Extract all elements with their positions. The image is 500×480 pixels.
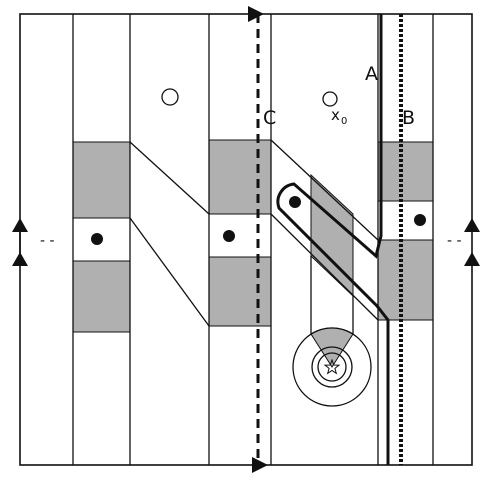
channel-edge [270,139,379,241]
shaded-band-mid-bottom [208,256,272,327]
open-circle [161,88,179,106]
filled-dot [91,233,103,245]
outer-circle [292,327,372,407]
filled-dot [223,230,235,242]
arrowhead [464,218,480,232]
shaded-band-diagonal [310,173,354,298]
arrowhead [248,6,264,22]
channel-edge [129,141,210,215]
curve-a [276,14,390,465]
label-c: C [263,107,276,129]
label-a: A [365,63,378,85]
marked-points [91,196,426,245]
shaded-band-right-bottom [377,239,434,321]
label-x0-subscript: 0 [341,116,347,127]
arrowhead [464,252,480,266]
right-ellipsis: - - [447,233,462,249]
label-b: B [402,107,415,129]
arrowhead [12,218,28,232]
arrowhead [252,457,268,473]
shaded-band-right-top [377,141,434,202]
filled-dot [414,214,426,226]
concentric-circles [292,327,372,407]
channel-edge [270,213,379,321]
channel-edge [129,217,210,327]
shaded-band-left-bottom [72,260,131,333]
shaded-band-mid-top [208,139,272,215]
middle-circle [311,346,353,388]
filled-dot [289,196,301,208]
channel-stem-lines [310,256,354,334]
label-x0: x [331,106,340,124]
arrowhead [12,252,28,266]
open-circle-x0 [322,91,338,107]
left-ellipsis: - - [40,233,55,249]
strip-boundaries [72,14,434,465]
diagonal-channels [129,139,379,327]
shaded-band-left-top [72,141,131,219]
star-icon [323,358,341,375]
shaded-regions [72,139,434,333]
inner-circle [317,352,347,382]
